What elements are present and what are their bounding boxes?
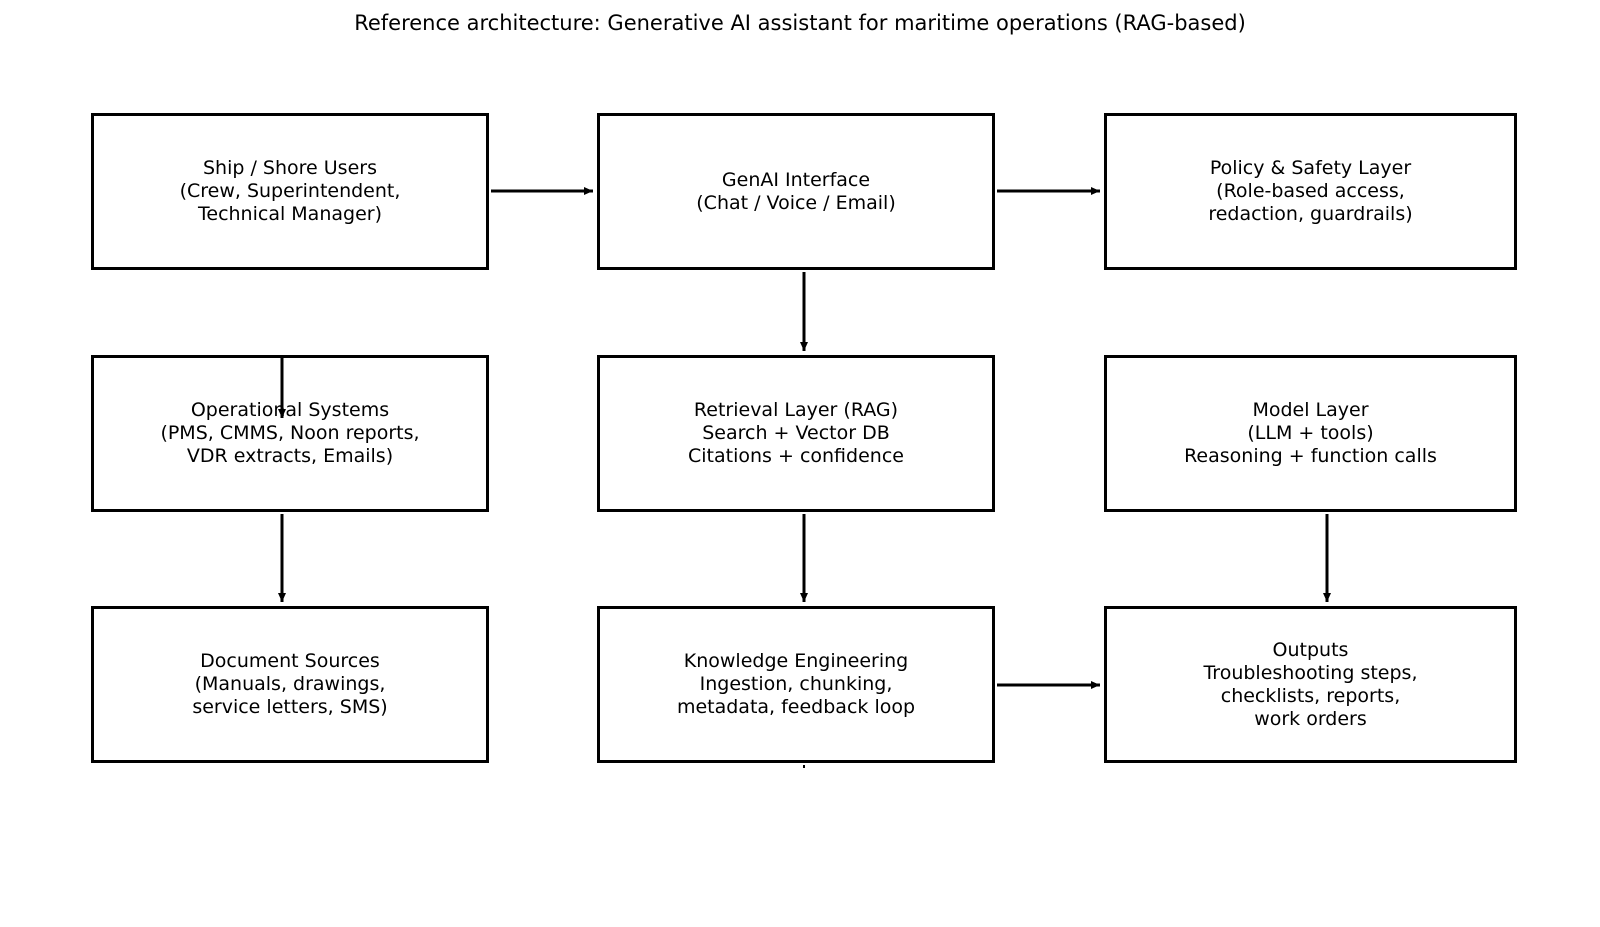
node-genai-interface: GenAI Interface (Chat / Voice / Email) (597, 113, 995, 270)
node-operational-systems: Operational Systems (PMS, CMMS, Noon rep… (91, 355, 489, 512)
node-label: GenAI Interface (Chat / Voice / Email) (696, 168, 896, 214)
node-label: Model Layer (LLM + tools) Reasoning + fu… (1184, 399, 1437, 467)
node-label: Knowledge Engineering Ingestion, chunkin… (676, 650, 916, 718)
node-document-sources: Document Sources (Manuals, drawings, ser… (91, 606, 489, 763)
node-label: Ship / Shore Users (Crew, Superintendent… (179, 157, 401, 225)
node-outputs: Outputs Troubleshooting steps, checklist… (1104, 606, 1517, 763)
node-retrieval-layer: Retrieval Layer (RAG) Search + Vector DB… (597, 355, 995, 512)
node-label: Retrieval Layer (RAG) Search + Vector DB… (688, 399, 904, 467)
node-knowledge-engineering: Knowledge Engineering Ingestion, chunkin… (597, 606, 995, 763)
node-ship-shore-users: Ship / Shore Users (Crew, Superintendent… (91, 113, 489, 270)
diagram-title: Reference architecture: Generative AI as… (354, 11, 1246, 35)
node-label: Outputs Troubleshooting steps, checklist… (1203, 638, 1418, 730)
node-model-layer: Model Layer (LLM + tools) Reasoning + fu… (1104, 355, 1517, 512)
node-label: Document Sources (Manuals, drawings, ser… (192, 650, 388, 718)
node-policy-safety-layer: Policy & Safety Layer (Role-based access… (1104, 113, 1517, 270)
node-label: Operational Systems (PMS, CMMS, Noon rep… (160, 399, 420, 467)
node-label: Policy & Safety Layer (Role-based access… (1208, 157, 1413, 225)
